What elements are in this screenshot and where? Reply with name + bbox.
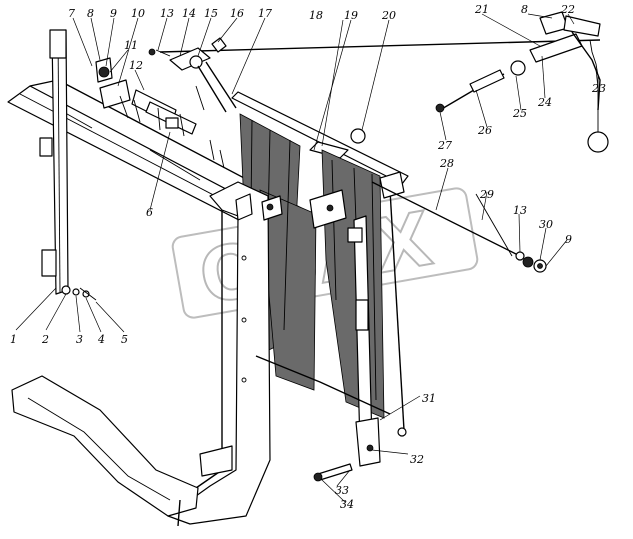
label-32: 32: [410, 453, 424, 466]
label-25: 25: [512, 107, 527, 120]
label-31: 31: [422, 392, 436, 405]
label-8b: 8: [521, 3, 528, 16]
control-cable-assembly: [371, 11, 609, 257]
label-13b: 13: [513, 204, 527, 217]
upper-left-fittings: [95, 57, 225, 169]
label-7: 7: [68, 7, 75, 20]
label-34: 34: [340, 498, 354, 511]
label-12: 12: [129, 59, 143, 72]
label-26: 26: [477, 124, 492, 137]
lower-u-frame: [11, 181, 283, 527]
label-10: 10: [131, 7, 145, 20]
top-rod-assembly: [148, 37, 601, 113]
label-20: 20: [381, 9, 396, 22]
label-1: 1: [10, 333, 17, 346]
label-33: 33: [335, 484, 349, 497]
right-fasteners: [515, 251, 547, 273]
label-28: 28: [439, 157, 454, 170]
label-16: 16: [230, 7, 244, 20]
callout-labels: 7 8 9 10 13 14 15 16 17 18 19 20 21 8 22…: [10, 3, 606, 511]
label-13a: 13: [160, 7, 174, 20]
roller-brackets: [255, 171, 405, 415]
label-2: 2: [41, 333, 49, 346]
label-5: 5: [121, 333, 128, 346]
label-14: 14: [182, 7, 196, 20]
label-17: 17: [258, 7, 272, 20]
label-15: 15: [204, 7, 218, 20]
label-8a: 8: [87, 7, 94, 20]
leader-lines: [15, 13, 599, 503]
left-vertical-bracket: [39, 29, 97, 301]
right-vertical-guide: [347, 189, 407, 467]
label-4: 4: [97, 333, 105, 346]
label-18: 18: [309, 9, 323, 22]
label-27: 27: [437, 139, 452, 152]
label-29: 29: [479, 188, 494, 201]
label-24: 24: [537, 96, 552, 109]
label-9a: 9: [110, 7, 117, 20]
bottom-bolt: [313, 463, 353, 482]
label-22: 22: [560, 3, 575, 16]
label-30: 30: [539, 218, 553, 231]
label-6: 6: [146, 206, 153, 219]
label-23: 23: [591, 82, 606, 95]
label-3: 3: [76, 333, 83, 346]
label-11: 11: [124, 39, 138, 52]
label-9b: 9: [565, 233, 572, 246]
label-19: 19: [344, 9, 358, 22]
label-21a: 21: [474, 3, 489, 16]
